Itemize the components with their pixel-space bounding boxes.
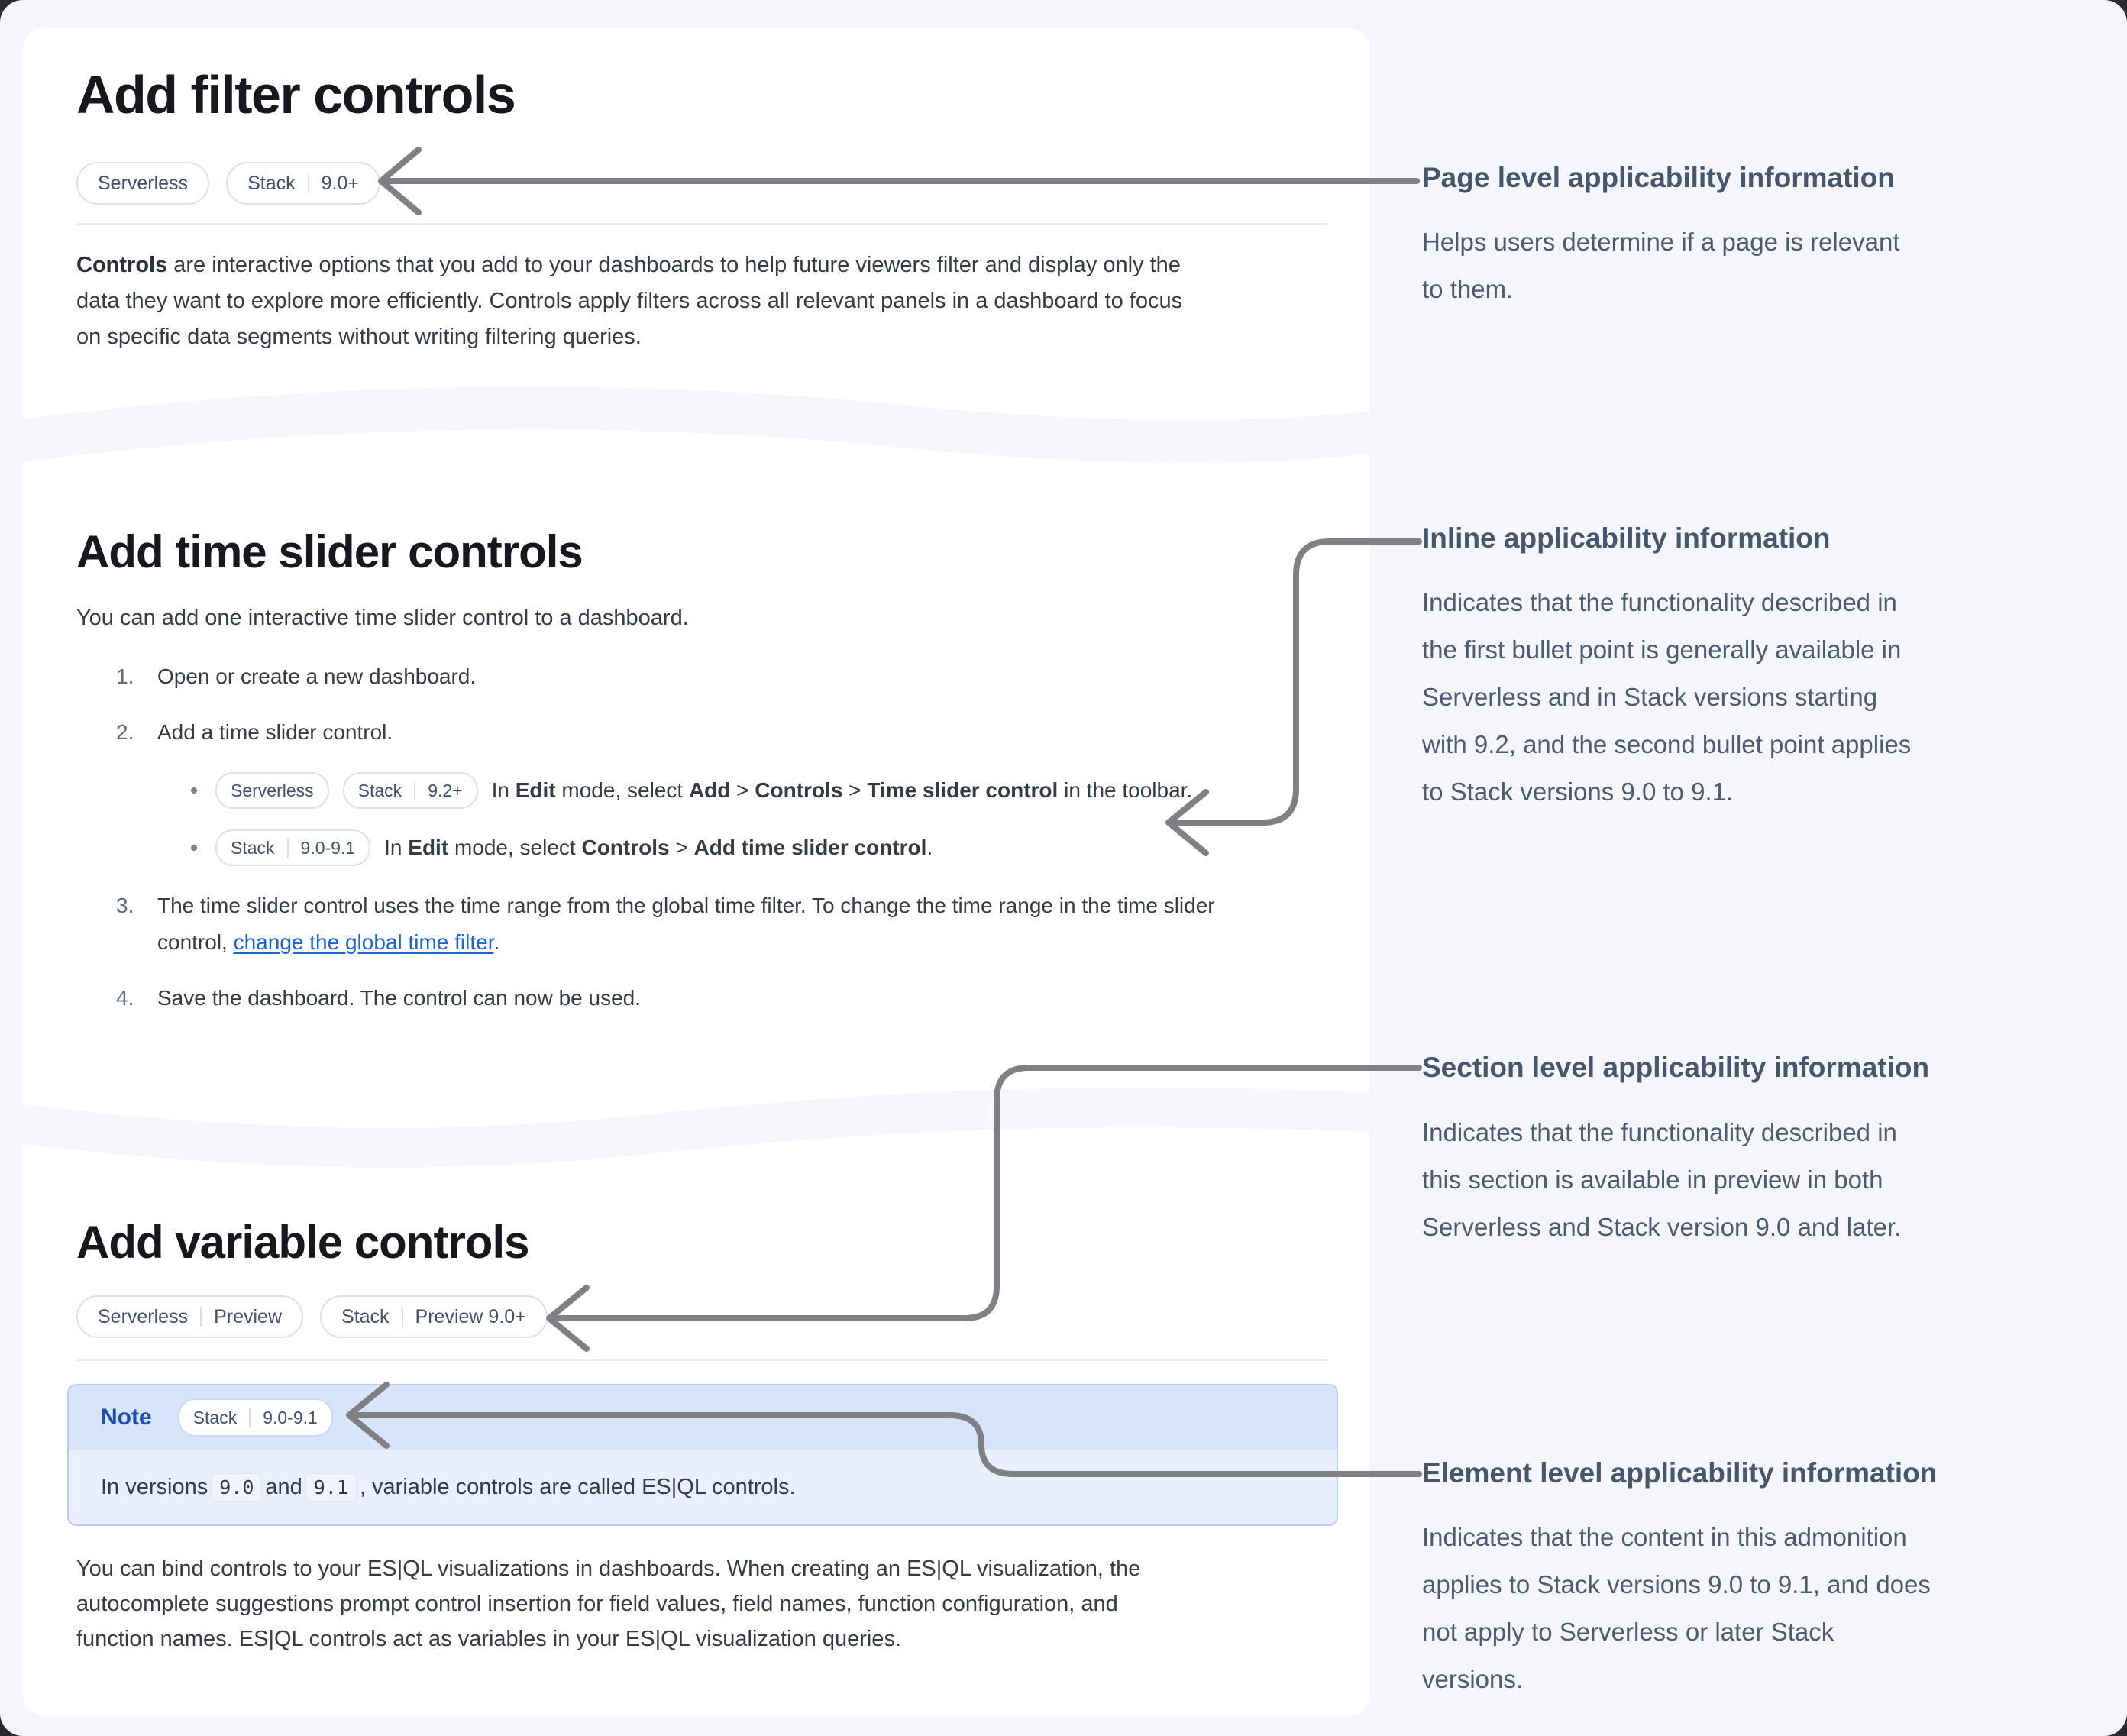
badge-part: Serverless <box>98 172 189 194</box>
badge-part: 9.0-9.1 <box>300 837 356 858</box>
page-applicability-badges: Serverless Stack 9.0+ <box>76 162 380 205</box>
intro-paragraph: Controls are interactive options that yo… <box>76 253 1183 349</box>
bullet-item-stack: Stack 9.0-9.1 In Edit mode, select Contro… <box>191 829 933 866</box>
annotation-title-page-level: Page level applicability information <box>1422 162 1895 193</box>
bullet-icon <box>191 787 197 794</box>
bullet-text: In Edit mode, select Controls > Add time… <box>384 836 933 859</box>
badge-part: Preview 9.0+ <box>415 1305 526 1327</box>
section-divider <box>76 1359 1329 1361</box>
step-text: The time slider control uses the time ra… <box>157 894 1215 954</box>
annotation-title-element-level: Element level applicability information <box>1422 1457 1938 1489</box>
note-body: In versions 9.0 and 9.1, variable contro… <box>69 1450 1337 1524</box>
annotation-title-inline: Inline applicability information <box>1422 522 1831 554</box>
badge-serverless-preview: Serverless Preview <box>76 1295 304 1338</box>
annotation-body-inline: Indicates that the functionality describ… <box>1422 588 1912 806</box>
badge-divider <box>307 173 309 193</box>
page-title: Add filter controls <box>76 65 516 124</box>
note-admonition: Note Stack 9.0-9.1 In versions 9.0 and 9.… <box>67 1384 1338 1526</box>
bullet-item-serverless-stack: Serverless Stack 9.2+ In Edit mode, selec… <box>191 772 1192 809</box>
badge-stack-version: Stack 9.0+ <box>226 162 380 205</box>
arrow-head-icon <box>546 1285 590 1352</box>
badge-part: 9.2+ <box>428 780 463 800</box>
arrow-head-icon <box>378 147 422 215</box>
badge-stack-version: Stack 9.2+ <box>342 772 478 809</box>
badge-part: Stack <box>192 1407 238 1427</box>
arrow-section-level <box>546 1065 1422 1352</box>
step-number: 3. <box>116 894 134 917</box>
section-applicability-badges: Serverless Preview Stack Preview 9.0+ <box>76 1295 548 1338</box>
badge-part: Preview <box>214 1305 283 1327</box>
step-text: Open or create a new dashboard. <box>157 664 477 688</box>
ordered-step-3: 3. The time slider control uses the time… <box>116 887 1215 961</box>
annotation-title-section-level: Section level applicability information <box>1422 1052 1930 1083</box>
badge-stack-preview-version: Stack Preview 9.0+ <box>320 1295 548 1338</box>
badge-part: Stack <box>341 1305 390 1327</box>
badge-serverless: Serverless <box>215 772 329 809</box>
bullet-icon <box>191 845 197 851</box>
variable-controls-paragraph: You can bind controls to your ES|QL visu… <box>76 1557 1141 1651</box>
step-text: Save the dashboard. The control can now … <box>157 986 642 1010</box>
arrow-inline <box>1165 538 1422 856</box>
section-divider <box>76 223 1329 225</box>
section-title-time-slider: Add time slider controls <box>76 526 583 577</box>
arrow-page-level <box>378 147 1420 215</box>
step-number: 1. <box>116 664 134 688</box>
annotation-body-element-level: Indicates that the content in this admon… <box>1422 1523 1931 1693</box>
wave-divider-bottom <box>23 1088 1369 1168</box>
badge-divider <box>401 1307 403 1327</box>
badge-part: 9.0+ <box>321 172 359 194</box>
time-slider-intro: You can add one interactive time slider … <box>76 606 689 630</box>
badge-serverless: Serverless <box>76 162 210 205</box>
wave-divider-top <box>23 386 1369 463</box>
note-header: Note Stack 9.0-9.1 <box>69 1385 1337 1450</box>
step-text: Add a time slider control. <box>157 720 393 744</box>
annotation-body-page-level: Helps users determine if a page is relev… <box>1422 228 1900 303</box>
ordered-step-1: 1. Open or create a new dashboard. <box>116 658 476 695</box>
section-title-variable: Add variable controls <box>76 1217 529 1268</box>
badge-divider <box>414 781 416 800</box>
badge-part: Stack <box>247 172 296 194</box>
step-number: 2. <box>116 720 134 744</box>
note-label: Note <box>101 1405 152 1430</box>
ordered-step-2: 2. Add a time slider control. <box>116 714 393 751</box>
code-chip: 9.1 <box>305 1473 357 1502</box>
annotation-body-section-level: Indicates that the functionality describ… <box>1422 1118 1902 1241</box>
badge-divider <box>200 1307 202 1327</box>
badge-part: Stack <box>231 837 275 858</box>
bullet-text: In Edit mode, select Add > Controls > Ti… <box>491 778 1193 802</box>
ordered-step-4: 4. Save the dashboard. The control can n… <box>116 980 641 1017</box>
badge-stack-version: Stack 9.0-9.1 <box>215 829 371 866</box>
badge-divider <box>249 1408 251 1427</box>
badge-divider <box>286 838 289 858</box>
badge-part: Serverless <box>231 780 314 800</box>
badge-stack-version: Stack 9.0-9.1 <box>177 1398 333 1437</box>
badge-part: Stack <box>357 780 402 800</box>
badge-part: 9.0-9.1 <box>263 1407 318 1427</box>
badge-part: Serverless <box>98 1305 189 1327</box>
step-number: 4. <box>116 986 134 1010</box>
code-chip: 9.0 <box>211 1473 263 1502</box>
global-time-filter-link[interactable]: change the global time filter <box>233 930 494 954</box>
